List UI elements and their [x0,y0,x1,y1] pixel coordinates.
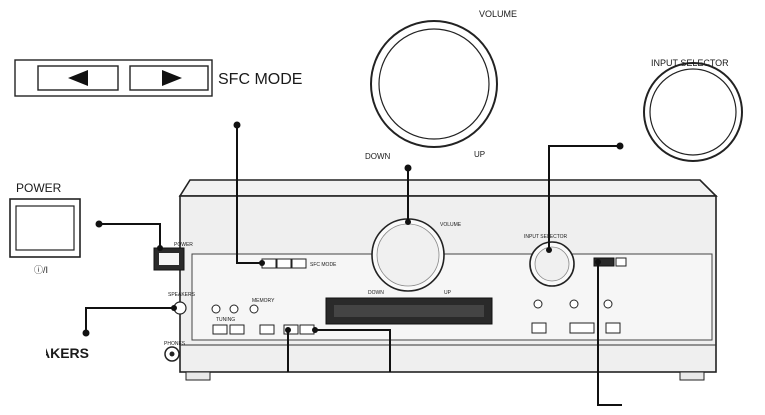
leader-lines [85,125,622,406]
panel-tuning-buttons[interactable] [211,304,315,335]
sfc-mode-callout [14,59,213,97]
panel-right-buttons[interactable] [531,257,627,334]
panel-input-selector-knob[interactable] [529,241,575,287]
triangle-left-icon[interactable] [68,70,88,86]
volume-down-label: DOWN [365,152,391,161]
triangle-right-icon[interactable] [162,70,182,86]
panel-down-label: DOWN [368,290,384,296]
panel-memory-label: MEMORY [252,298,275,304]
leader-dots [82,121,624,337]
sfc-mode-label: SFC MODE [218,71,302,88]
panel-volume-label: VOLUME [440,222,462,228]
input-selector-label: INPUT SELECTOR [651,58,729,68]
speakers-partial-label: AKERS [40,345,89,361]
volume-up-label: UP [474,150,485,159]
input-selector-callout [643,62,743,162]
panel-sfc-label: SFC MODE [310,262,337,268]
panel-volume-knob[interactable] [371,218,445,292]
power-label: POWER [16,181,62,195]
panel-power-label: POWER [174,242,193,248]
volume-label: VOLUME [479,9,517,19]
receiver-body [178,179,718,381]
panel-speakers-label: SPEAKERS [168,292,196,298]
power-symbol-label: ⓘ/I [34,265,48,275]
volume-knob-callout [370,20,498,148]
panel-tuning-label: TUNING [216,317,235,323]
panel-sfc-buttons[interactable] [261,258,307,269]
panel-input-selector-label: INPUT SELECTOR [524,234,568,240]
panel-phones-label: PHONES [164,341,186,347]
power-callout [9,198,81,258]
panel-up-label: UP [444,290,452,296]
